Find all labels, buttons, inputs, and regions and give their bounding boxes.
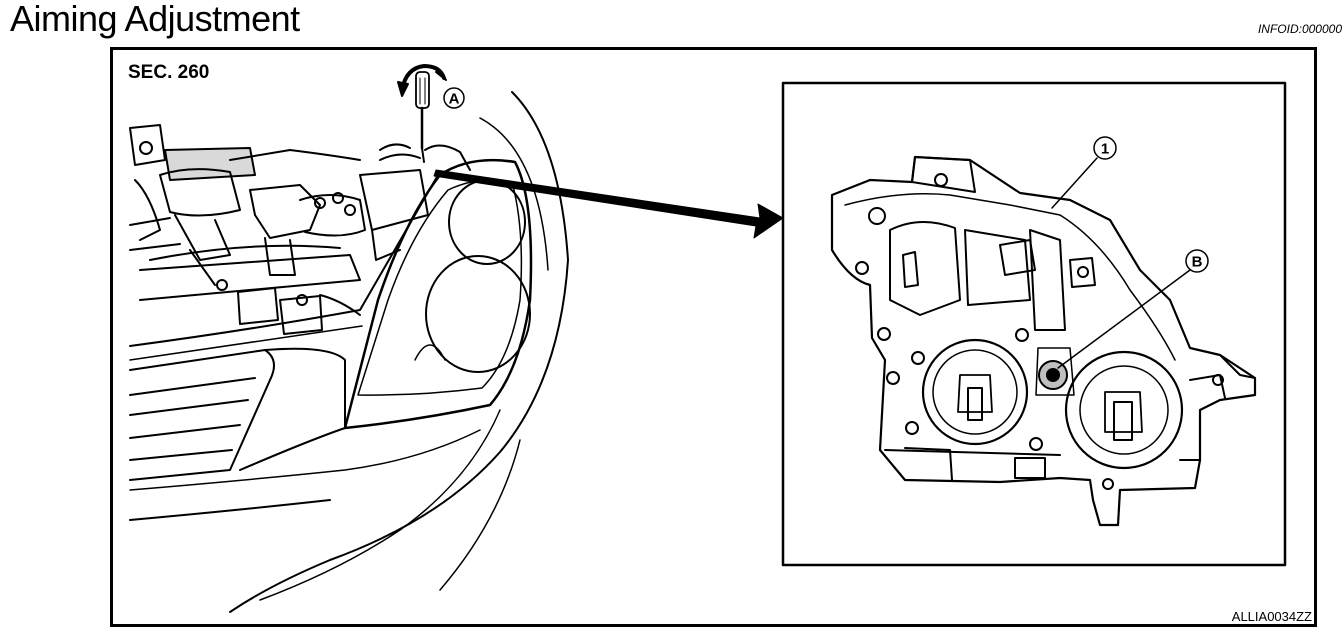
callout-b-label: B <box>1192 254 1203 271</box>
section-label: SEC. 260 <box>128 62 210 83</box>
callout-a-label: A <box>449 91 460 108</box>
detail-frame <box>781 81 1287 567</box>
info-id: INFOID:000000 <box>1257 22 1342 36</box>
callout-1-label: 1 <box>1101 141 1109 158</box>
leader-line-b <box>1057 269 1191 369</box>
leader-line-1 <box>1051 157 1098 209</box>
headlamp-assembly-rear <box>830 155 1257 527</box>
rotation-arrow-icon <box>397 64 447 97</box>
figure-id: ALLIA0034ZZ <box>1231 609 1312 624</box>
figure-frame <box>110 47 1317 627</box>
callout-a: A <box>443 87 465 109</box>
detail-pointer-arrow <box>433 169 784 239</box>
screwdriver-tool <box>415 71 430 163</box>
page-title: Aiming Adjustment <box>10 0 300 39</box>
callout-1: 1 <box>1093 136 1117 160</box>
callout-b: B <box>1185 249 1209 273</box>
vehicle-front-drawing <box>129 91 569 613</box>
